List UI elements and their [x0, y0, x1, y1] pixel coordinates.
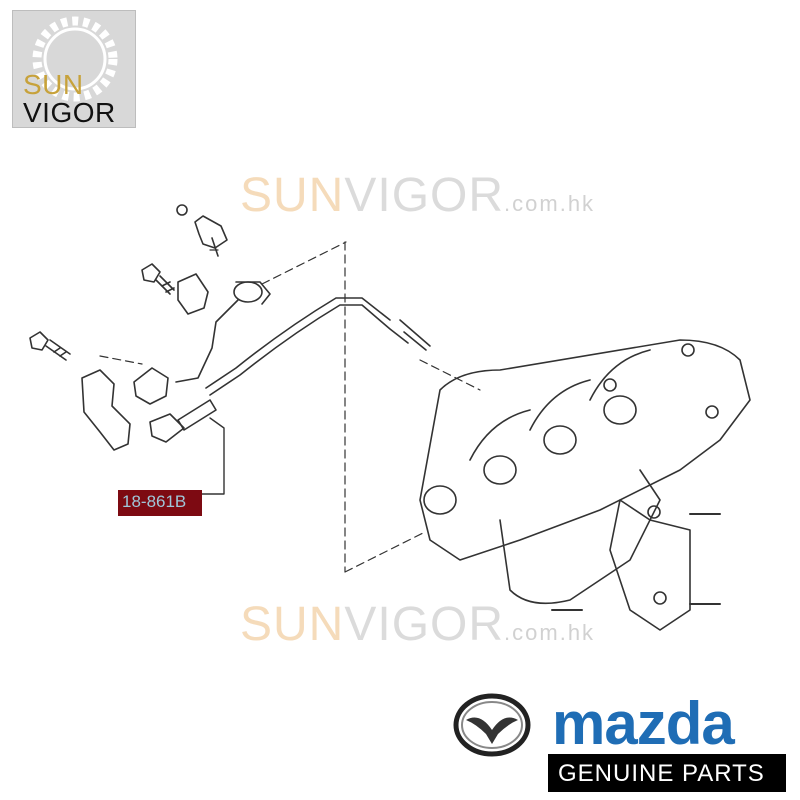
part-number-callout[interactable]: 18-861B — [118, 490, 202, 516]
bolt-upper — [141, 263, 175, 295]
sensor-body — [177, 399, 217, 431]
clip-part — [176, 204, 228, 257]
watermark-vigor: VIGOR — [344, 598, 505, 651]
exhaust-manifold — [419, 339, 751, 631]
watermark-sun: SUN — [240, 169, 345, 222]
gear-icon — [32, 16, 118, 102]
bracket-lower — [81, 369, 131, 451]
bracket-upper — [177, 273, 209, 315]
genuine-parts-banner: GENUINE PARTS — [548, 754, 786, 792]
watermark-vigor: VIGOR — [344, 169, 505, 222]
watermark-sun: SUN — [240, 598, 345, 651]
part-number-label: 18-861B — [122, 492, 187, 511]
watermark-domain: .com.hk — [504, 191, 596, 216]
watermark-top: SUNVIGOR.com.hk — [240, 168, 595, 223]
sensor-upper — [133, 281, 271, 405]
sensor-cable — [209, 304, 409, 396]
dashed-line — [99, 241, 481, 573]
mazda-wordmark: mazda — [552, 690, 735, 757]
genuine-parts-text: GENUINE PARTS — [558, 760, 765, 787]
sunvigor-logo: SUN VIGOR — [12, 10, 136, 128]
bolt-lower — [29, 331, 71, 361]
logo-vigor-text: VIGOR — [23, 97, 116, 128]
mazda-emblem-icon — [453, 693, 531, 757]
logo-sun-text: SUN — [23, 69, 84, 100]
watermark-bottom: SUNVIGOR.com.hk — [240, 597, 595, 652]
watermark-domain: .com.hk — [504, 620, 596, 645]
leader-line — [199, 417, 225, 495]
